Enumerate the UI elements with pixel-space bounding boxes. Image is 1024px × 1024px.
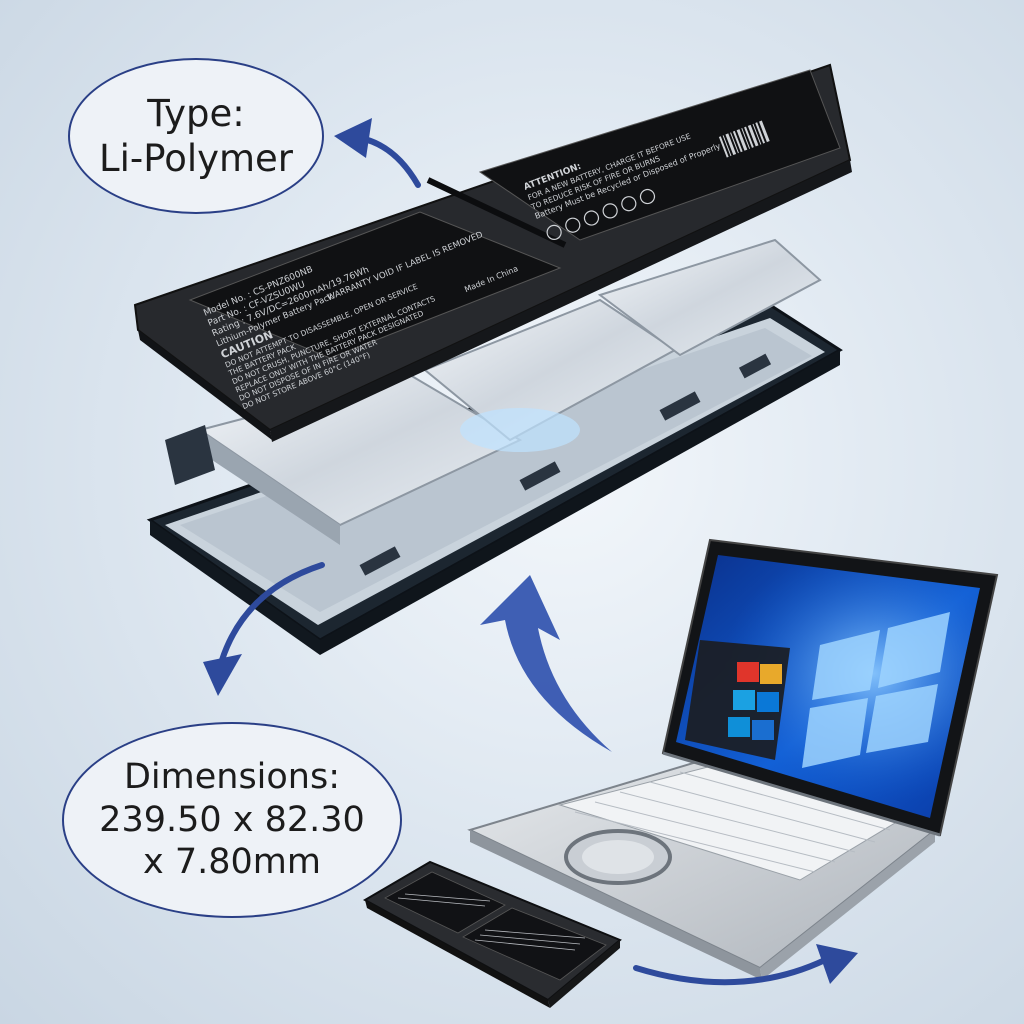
arrow-right-head <box>816 944 858 984</box>
arrow-right-icon <box>633 957 828 986</box>
arrow-down-left-head <box>203 654 242 696</box>
type-callout: Type: Li-Polymer <box>68 58 324 214</box>
small-battery <box>362 860 622 1008</box>
laptop <box>467 538 999 980</box>
battery-top-cover <box>133 63 852 442</box>
type-callout-label: Type: <box>147 91 245 135</box>
type-callout-value: Li-Polymer <box>98 137 294 180</box>
dimensions-callout-label: Dimensions: <box>123 756 341 797</box>
dimensions-callout-value-1: 239.50 x 82.30 <box>99 799 365 840</box>
arrow-up-left-icon <box>357 135 421 188</box>
arrow-up-icon <box>480 575 612 752</box>
arrow-down-left-icon <box>219 562 325 663</box>
dimensions-callout: Dimensions: 239.50 x 82.30 x 7.80mm <box>62 722 402 918</box>
arrow-up-left-head <box>334 118 372 158</box>
dimensions-callout-value-2: x 7.80mm <box>143 842 321 883</box>
